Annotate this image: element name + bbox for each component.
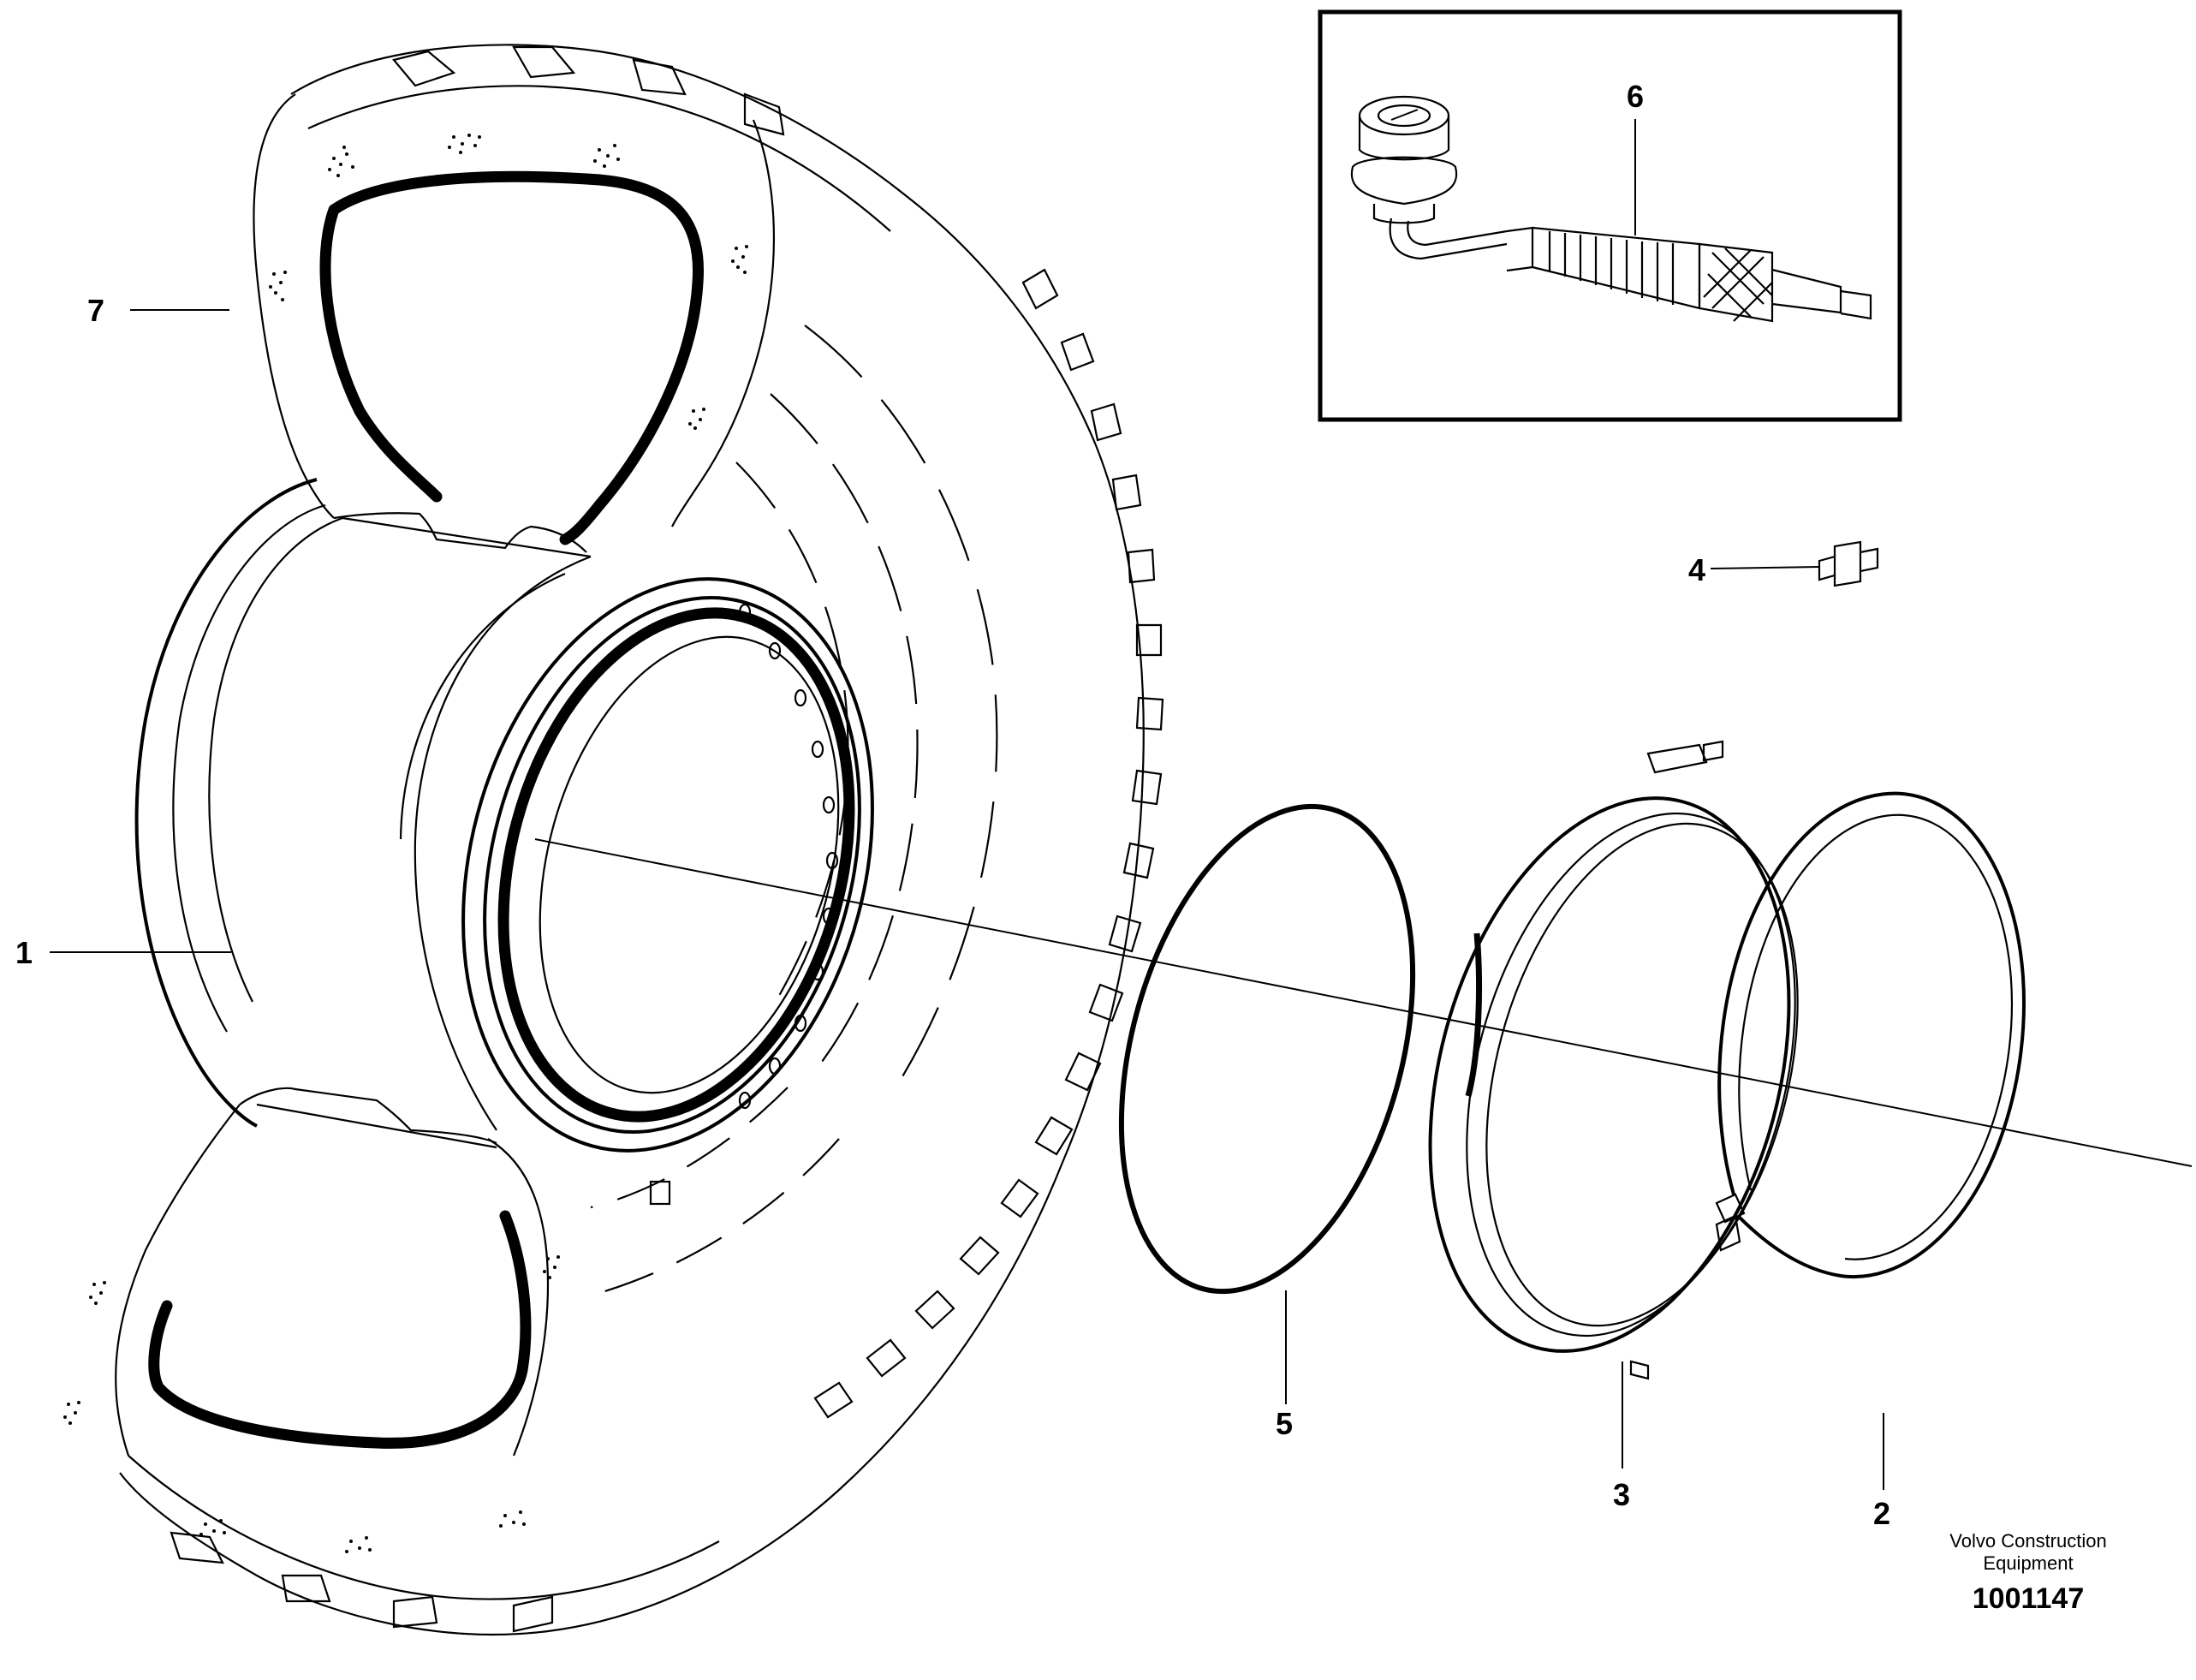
speckle-texture	[63, 134, 748, 1553]
document-number: 1001147	[1973, 1582, 2085, 1615]
callout-4: 4	[1688, 552, 1705, 587]
o-ring	[1118, 803, 1416, 1295]
assembly-axis-line	[534, 838, 2193, 1167]
callout-6: 6	[1627, 79, 1644, 114]
leader-lines	[50, 119, 1884, 1490]
callout-3: 3	[1613, 1477, 1630, 1512]
rim	[134, 478, 2193, 1206]
rim-front-flange	[461, 577, 874, 1153]
tyre	[63, 44, 1164, 1635]
callout-2: 2	[1873, 1496, 1890, 1531]
bead-seat-band	[1428, 740, 1799, 1380]
callout-1: 1	[15, 935, 33, 970]
callout-7: 7	[87, 293, 104, 328]
callout-5: 5	[1276, 1406, 1293, 1441]
lock-ring	[1715, 791, 2026, 1279]
tyre-valve	[1350, 95, 1872, 323]
maker-name-line1: Volvo Construction	[1949, 1530, 2106, 1552]
maker-name-line2: Equipment	[1983, 1552, 2073, 1574]
lock-ring-groove	[497, 607, 855, 1123]
valve-detail-box	[1318, 9, 1902, 422]
leader-4	[1710, 566, 1820, 569]
rim-bolt-holes	[649, 603, 839, 1206]
driver-key	[1818, 540, 1879, 587]
